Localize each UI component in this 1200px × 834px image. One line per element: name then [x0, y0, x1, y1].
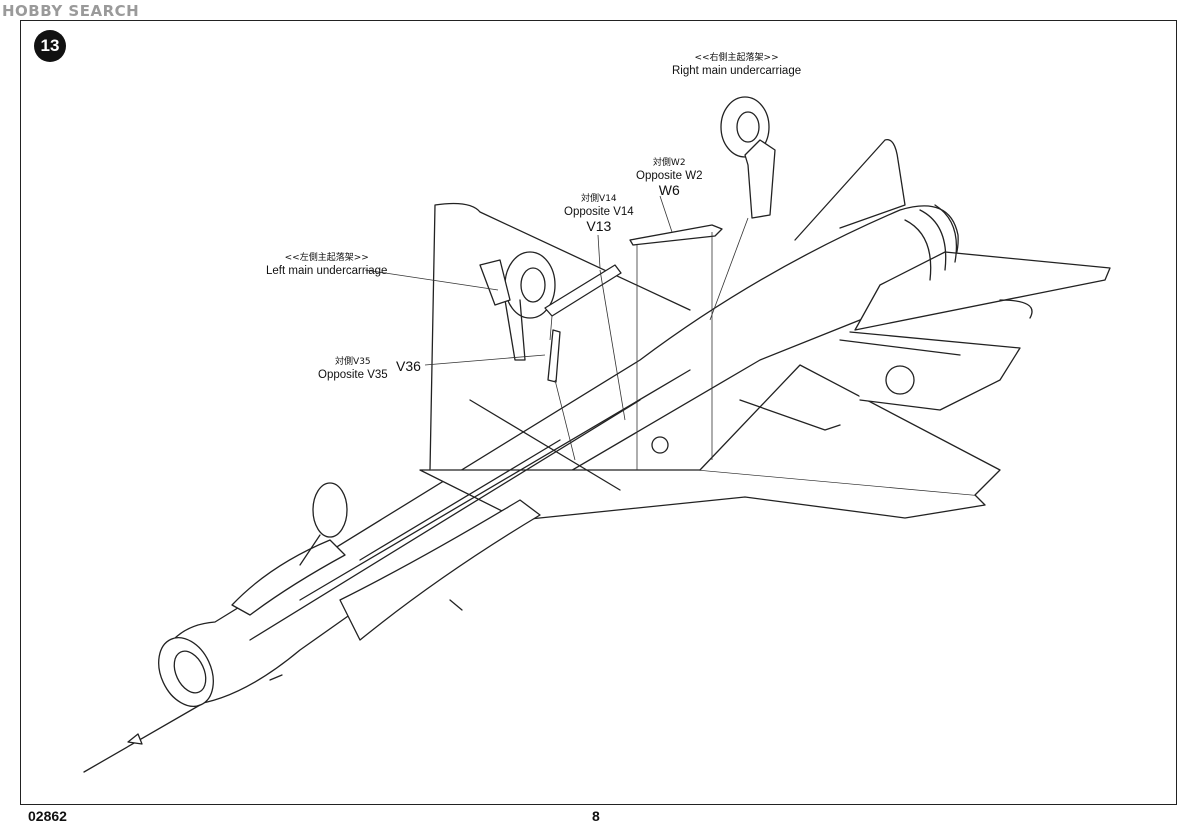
product-code: 02862 — [28, 808, 67, 824]
page-frame — [20, 20, 1177, 805]
label-en: Opposite W2 — [636, 170, 703, 182]
label-left-main-undercarriage: <<左側主起落架>> Left main undercarriage — [266, 252, 387, 278]
label-en: Opposite V14 — [564, 206, 634, 218]
label-cn: <<左側主起落架>> — [284, 253, 369, 263]
label-en: Opposite V35 — [318, 369, 388, 381]
label-opposite-w2: 対側W2 Opposite W2 W6 — [636, 157, 702, 197]
step-number-badge: 13 — [34, 30, 66, 62]
part-v36: V36 — [396, 358, 421, 374]
page-number: 8 — [592, 808, 600, 824]
label-en: Right main undercarriage — [672, 65, 802, 77]
watermark: HOBBY SEARCH — [2, 2, 140, 20]
label-en: Left main undercarriage — [266, 265, 388, 277]
label-opposite-v14: 対側V14 Opposite V14 V13 — [564, 193, 634, 233]
part-w6: W6 — [658, 182, 680, 198]
label-right-main-undercarriage: <<右側主起落架>> Right main undercarriage — [672, 52, 801, 78]
label-cn: 対側W2 — [652, 158, 686, 168]
label-cn: 対側V14 — [581, 194, 617, 204]
label-cn: 対側V35 — [335, 357, 371, 367]
label-opposite-v35: 対側V35 Opposite V35 — [318, 356, 388, 382]
part-v13: V13 — [586, 218, 612, 234]
label-cn: <<右側主起落架>> — [694, 53, 779, 63]
